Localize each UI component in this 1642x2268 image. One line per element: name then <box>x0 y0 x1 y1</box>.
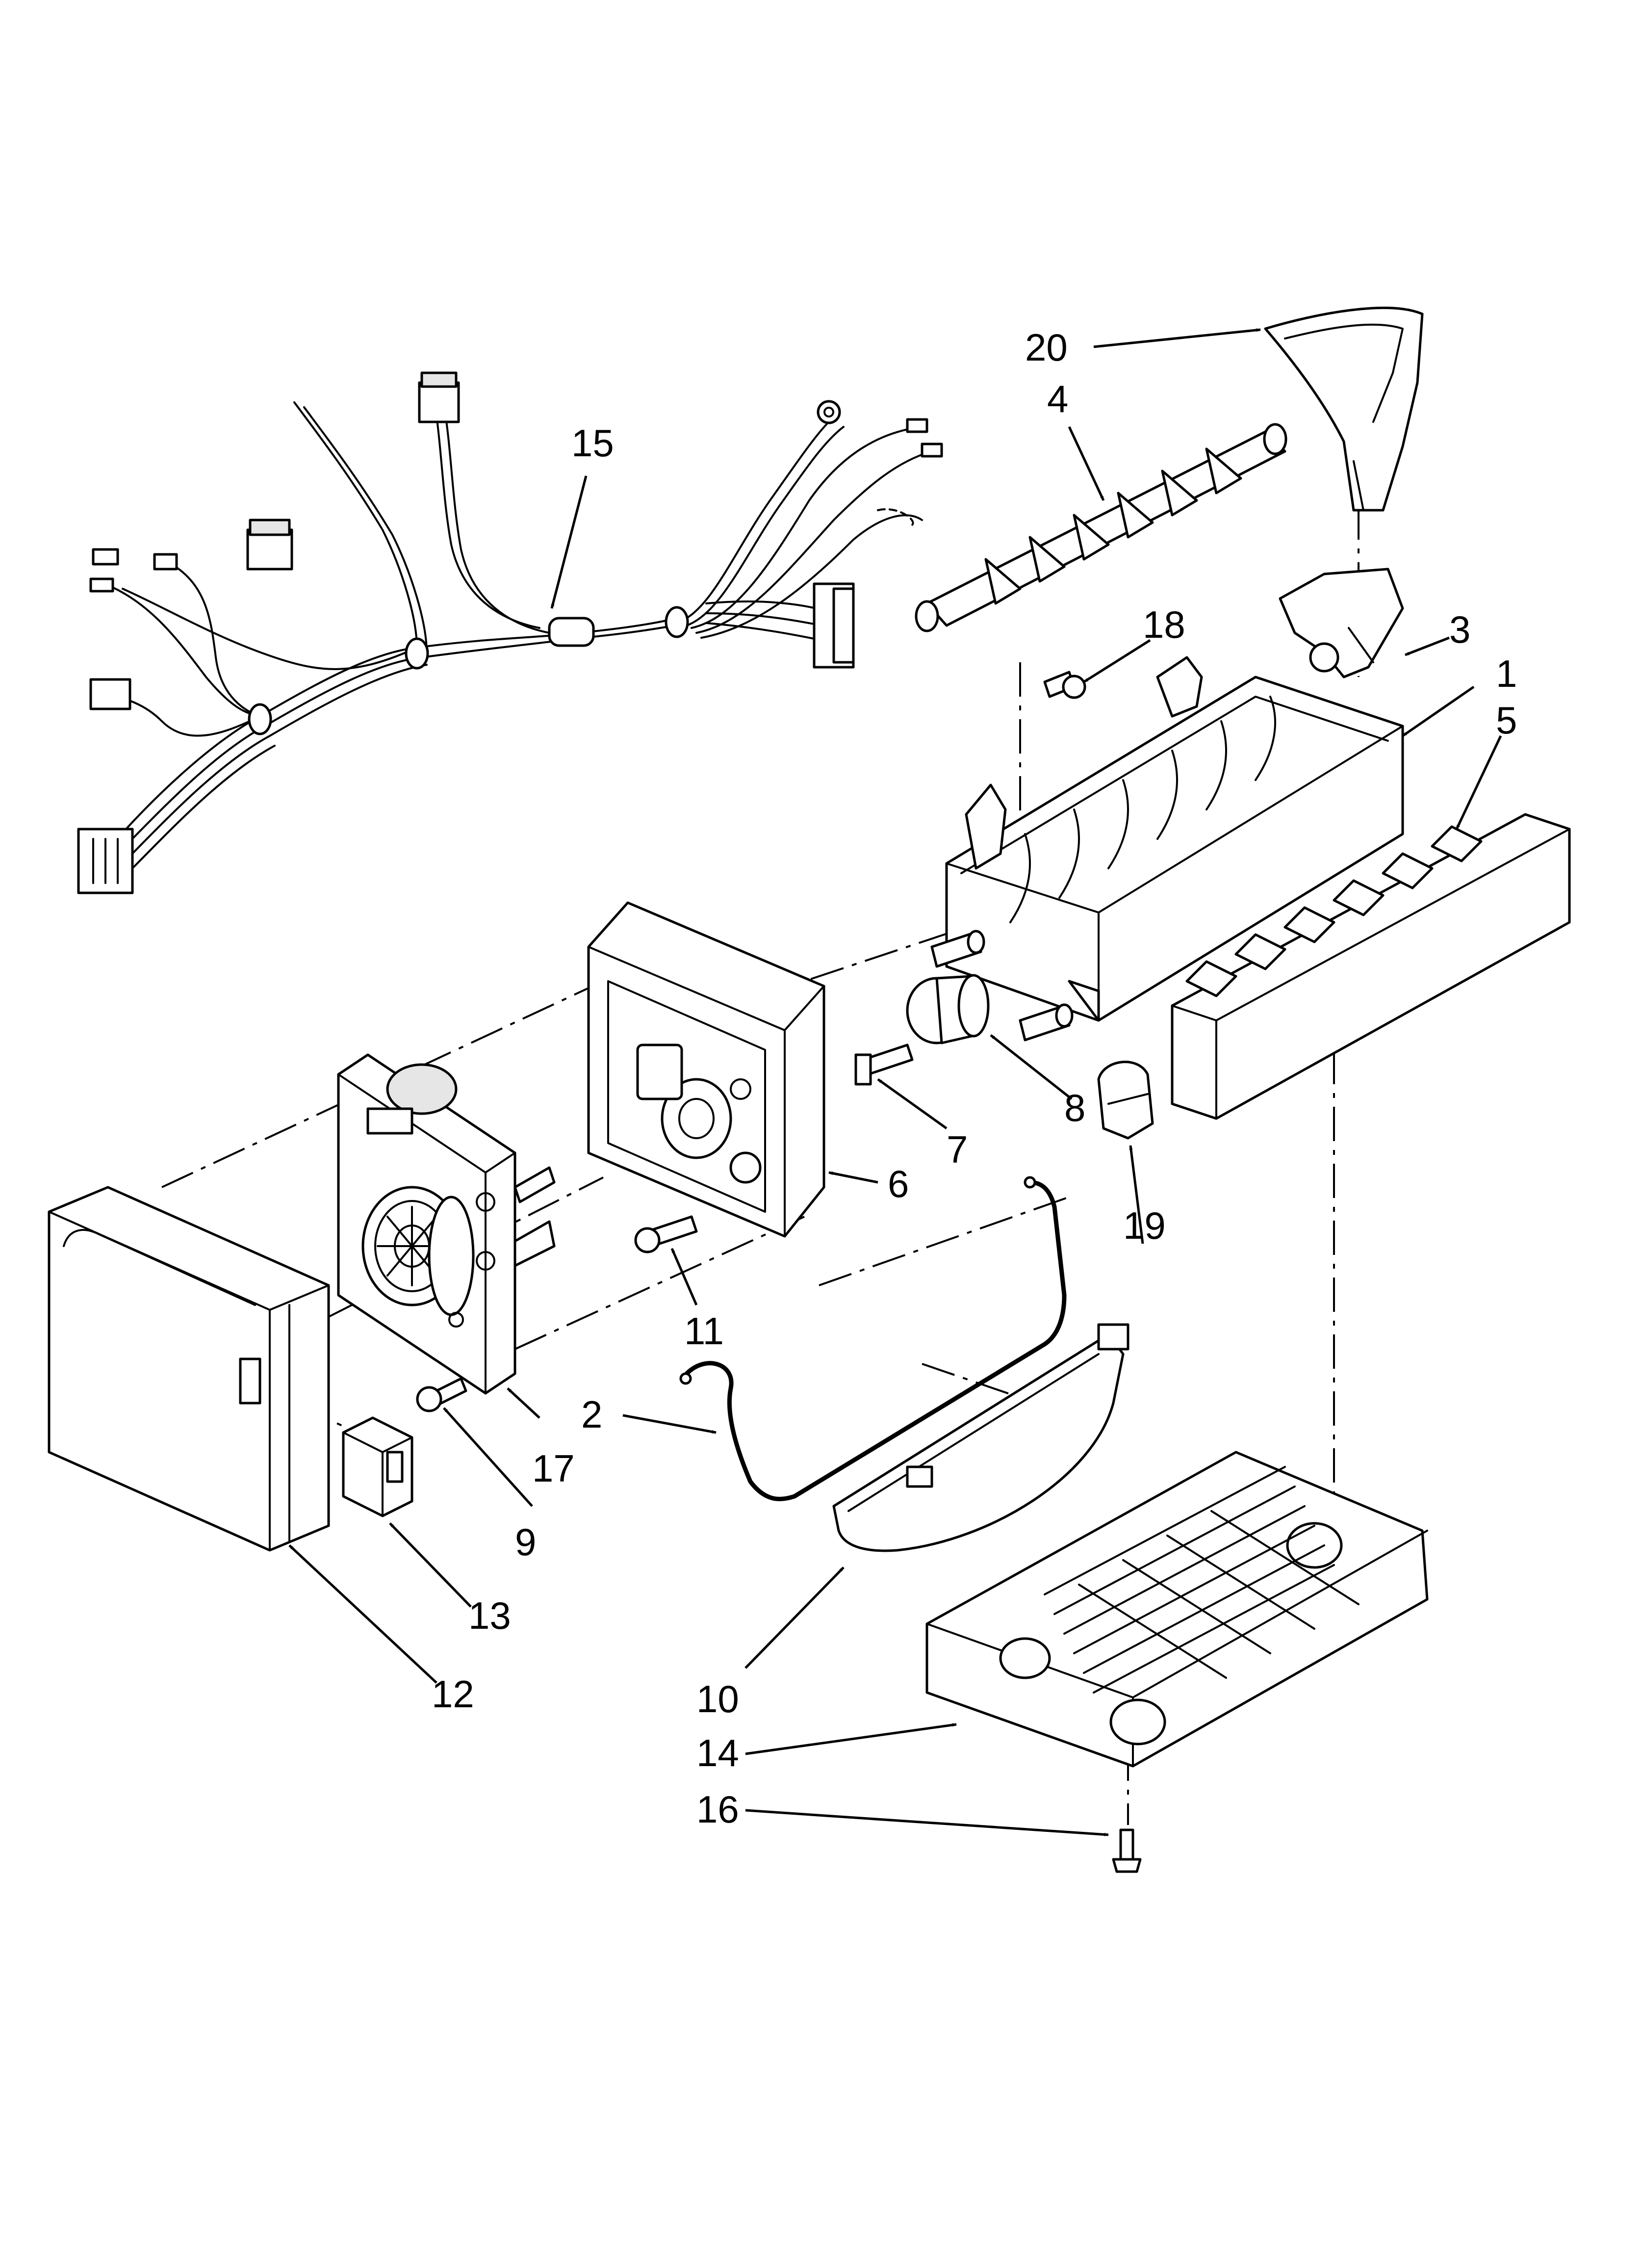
callout-15: 15 <box>571 421 614 465</box>
screw-9 <box>416 1377 467 1412</box>
callout-9: 9 <box>515 1520 536 1564</box>
callout-4: 4 <box>1047 377 1068 420</box>
callout-19: 19 <box>1123 1204 1166 1247</box>
callout-17: 17 <box>532 1447 575 1490</box>
control-housing <box>587 901 825 1238</box>
screw-18 <box>1043 671 1086 699</box>
thermostat <box>906 974 990 1044</box>
callout-20: 20 <box>1025 326 1068 369</box>
callout-16: 16 <box>696 1788 739 1831</box>
callout-3: 3 <box>1449 608 1470 651</box>
callout-1: 1 <box>1496 652 1517 695</box>
callout-labels: 20 4 15 18 3 1 5 8 7 6 19 11 2 17 9 13 1… <box>432 326 1517 1831</box>
callout-6: 6 <box>888 1162 909 1205</box>
ejector <box>915 423 1287 632</box>
stripper <box>1171 813 1571 1120</box>
motor-plate <box>337 1053 556 1395</box>
ice-maker-base <box>925 1451 1429 1768</box>
callout-5: 5 <box>1496 699 1517 742</box>
shutoff-arm <box>679 1176 1067 1501</box>
front-cover <box>48 1186 330 1552</box>
clip <box>1097 1061 1154 1140</box>
screw-16 <box>1112 1828 1142 1873</box>
wire-harness <box>77 371 943 894</box>
callout-11: 11 <box>684 1309 724 1353</box>
fill-cup <box>1264 307 1424 512</box>
leader-arrows <box>288 328 1502 1837</box>
callout-13: 13 <box>468 1594 511 1637</box>
heater-pin-7 <box>854 1043 914 1086</box>
shutoff-paddle <box>832 1323 1129 1552</box>
callout-10: 10 <box>696 1677 739 1721</box>
callout-7: 7 <box>947 1128 968 1171</box>
switch <box>342 1416 413 1517</box>
callout-14: 14 <box>696 1731 739 1774</box>
ice-mold <box>945 656 1404 1022</box>
screw-11 <box>634 1215 698 1253</box>
callout-2: 2 <box>581 1393 602 1436</box>
callout-8: 8 <box>1064 1086 1085 1129</box>
callout-12: 12 <box>432 1672 474 1716</box>
callout-18: 18 <box>1143 603 1185 646</box>
pins <box>930 930 1074 1042</box>
fill-inlet <box>1279 568 1404 678</box>
